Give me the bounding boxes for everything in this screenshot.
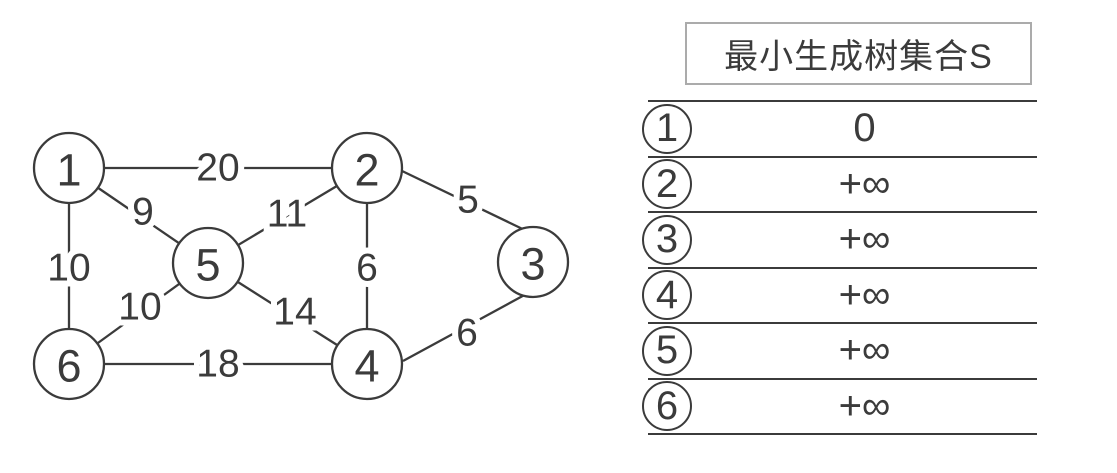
table-row: 5 +∞ xyxy=(642,322,1037,378)
edge-weight-3-4: 6 xyxy=(456,312,478,355)
row-node-badge: 6 xyxy=(642,381,692,432)
edge-weight-2-4: 6 xyxy=(356,247,378,290)
row-value: +∞ xyxy=(838,161,891,206)
edge-weight-6-4: 18 xyxy=(196,343,239,386)
row-value: +∞ xyxy=(838,217,891,262)
node-circle-2 xyxy=(330,131,404,205)
node-label-5: 5 xyxy=(195,240,220,291)
node-label-4: 4 xyxy=(354,341,379,392)
row-node-badge: 2 xyxy=(642,159,692,210)
table-row: 2 +∞ xyxy=(642,155,1037,212)
edge-2-3 xyxy=(399,168,534,236)
row-node-badge: 5 xyxy=(642,325,692,376)
row-node-badge: 3 xyxy=(642,214,692,265)
node-circle-1 xyxy=(32,131,106,205)
edge-weight-1-5: 9 xyxy=(132,191,154,234)
edge-weight-1-2: 20 xyxy=(196,147,239,190)
mst-table: 1 0 2 +∞ 3 +∞ 4 +∞ 5 +∞ 6 +∞ xyxy=(642,100,1037,435)
node-circle-5 xyxy=(171,226,245,300)
row-value: +∞ xyxy=(838,383,891,428)
row-node-badge: 1 xyxy=(642,103,692,154)
table-row: 3 +∞ xyxy=(642,211,1037,267)
edge-3-4 xyxy=(402,290,531,363)
row-node-badge: 4 xyxy=(642,270,692,321)
edge-weight-5-6: 10 xyxy=(118,286,161,329)
node-label-1: 1 xyxy=(56,145,81,196)
node-circle-3 xyxy=(496,225,570,299)
edge-weight-1-6: 10 xyxy=(47,247,90,290)
node-circle-4 xyxy=(330,327,404,401)
mst-set-title: 最小生成树集合S xyxy=(685,22,1032,85)
node-label-2: 2 xyxy=(354,145,379,196)
row-value: 0 xyxy=(853,106,876,151)
node-circle-6 xyxy=(32,327,106,401)
table-row: 1 0 xyxy=(642,100,1037,156)
table-row: 4 +∞ xyxy=(642,266,1037,323)
row-value: +∞ xyxy=(838,328,891,373)
edge-weight-5-4: 14 xyxy=(273,291,316,334)
weighted-graph-diagram: 1 2 3 4 5 6 20 9 10 11 5 6 10 14 18 6 xyxy=(32,131,570,401)
edge-weight-2-3: 5 xyxy=(457,179,479,222)
table-row: 6 +∞ xyxy=(642,377,1037,434)
edge-weight-2-5: 11 xyxy=(267,193,308,236)
row-value: +∞ xyxy=(838,272,891,317)
node-label-3: 3 xyxy=(520,239,545,290)
node-label-6: 6 xyxy=(56,341,81,392)
